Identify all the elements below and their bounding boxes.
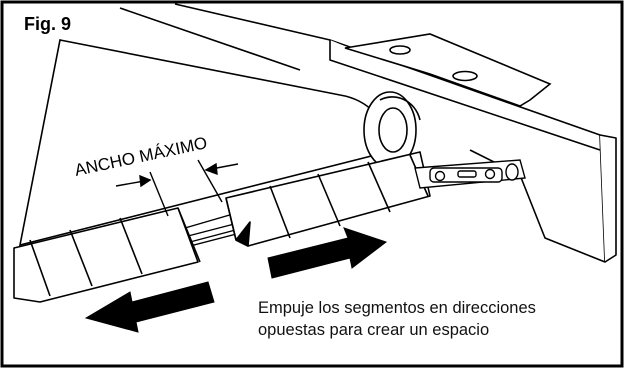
machine-housing	[59, 3, 617, 263]
left-belt-segments	[13, 207, 201, 303]
caption: Empuje los segmentos en direcciones opue…	[258, 297, 618, 341]
mounting-bracket	[344, 33, 552, 107]
arrow-right-icon	[267, 227, 388, 279]
right-belt-segments	[225, 151, 431, 247]
caption-line-2: opuestas para crear un espacio	[258, 321, 490, 339]
arrow-left-icon	[84, 281, 215, 333]
roller	[18, 39, 421, 247]
dimension-marker	[115, 159, 239, 217]
figure-label: Fig. 9	[24, 14, 72, 34]
tension-adjuster	[414, 159, 526, 189]
caption-line-1: Empuje los segmentos en direcciones	[258, 299, 536, 317]
push-arrows	[84, 227, 388, 333]
